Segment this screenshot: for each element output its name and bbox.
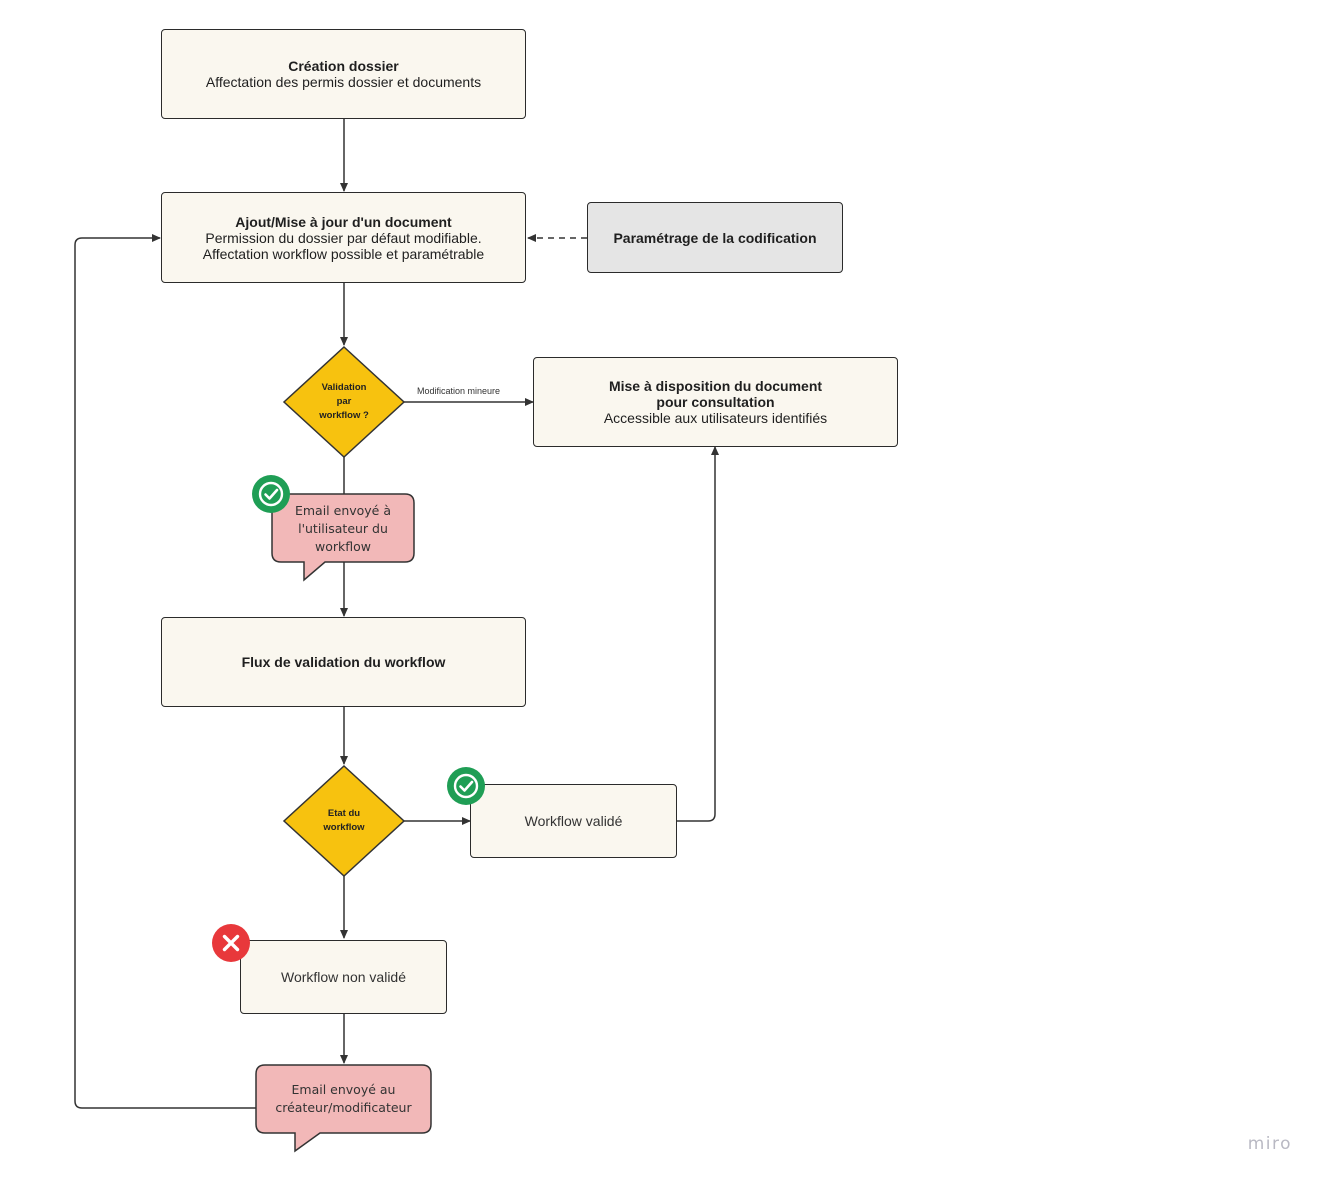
decision-validation-line-3: workflow ? — [319, 410, 369, 421]
mise-a-disposition-title-1: Mise à disposition du document — [608, 378, 823, 394]
decision-etat-label: Etat du workflow — [284, 766, 404, 876]
x-circle-icon — [212, 924, 250, 962]
decision-validation-line-2: par — [336, 396, 352, 407]
decision-validation-line-1: Validation — [321, 382, 367, 393]
email-utilisateur-line-1: Email envoyé à — [294, 503, 392, 518]
connector-email-to-ajout-loop — [74, 234, 257, 1109]
flux-validation-title: Flux de validation du workflow — [241, 654, 446, 670]
decision-etat-line-2: workflow — [323, 822, 365, 833]
email-utilisateur-text: Email envoyé à l'utilisateur du workflow — [272, 502, 414, 556]
ajout-document-box[interactable]: Ajout/Mise à jour d'un document Permissi… — [161, 192, 526, 283]
ajout-document-title: Ajout/Mise à jour d'un document — [235, 213, 452, 230]
flux-validation-box[interactable]: Flux de validation du workflow — [161, 617, 526, 707]
workflow-non-valide-label: Workflow non validé — [280, 969, 407, 985]
email-createur-line-1: Email envoyé au — [291, 1082, 396, 1097]
creation-dossier-title: Création dossier — [288, 58, 399, 74]
workflow-non-valide-box[interactable]: Workflow non validé — [240, 940, 447, 1014]
ajout-document-subtitle-1: Permission du dossier par défaut modifia… — [205, 229, 482, 246]
connector-valide-to-disposition — [677, 446, 719, 822]
mise-a-disposition-subtitle: Accessible aux utilisateurs identifiés — [603, 410, 828, 426]
creation-dossier-subtitle: Affectation des permis dossier et docume… — [205, 74, 482, 90]
edge-label-modification-mineure: Modification mineure — [416, 386, 502, 396]
decision-etat[interactable]: Etat du workflow — [284, 766, 404, 876]
creation-dossier-box[interactable]: Création dossier Affectation des permis … — [161, 29, 526, 119]
check-circle-icon — [447, 767, 485, 805]
decision-validation[interactable]: Validation par workflow ? — [284, 347, 404, 457]
email-createur-bubble — [255, 1064, 432, 1153]
check-circle-icon — [252, 475, 290, 513]
email-createur-text: Email envoyé au créateur/modificateur — [256, 1081, 431, 1117]
miro-watermark: miro — [1247, 1134, 1292, 1154]
mise-a-disposition-title-2: pour consultation — [656, 394, 775, 410]
mise-a-disposition-box[interactable]: Mise à disposition du document pour cons… — [533, 357, 898, 447]
workflow-valide-box[interactable]: Workflow validé — [470, 784, 677, 858]
decision-etat-shape — [282, 764, 406, 878]
email-utilisateur-line-3: workflow — [315, 539, 371, 554]
email-utilisateur-line-2: l'utilisateur du — [298, 521, 388, 536]
email-createur-line-2: créateur/modificateur — [275, 1100, 412, 1115]
decision-validation-shape — [282, 345, 406, 459]
decision-validation-label: Validation par workflow ? — [284, 347, 404, 457]
ajout-document-subtitle-2: Affectation workflow possible et paramét… — [202, 245, 485, 262]
parametrage-codification-title: Paramétrage de la codification — [613, 229, 817, 246]
parametrage-codification-box[interactable]: Paramétrage de la codification — [587, 202, 843, 273]
workflow-valide-label: Workflow validé — [524, 813, 623, 829]
decision-etat-line-1: Etat du — [327, 808, 361, 819]
